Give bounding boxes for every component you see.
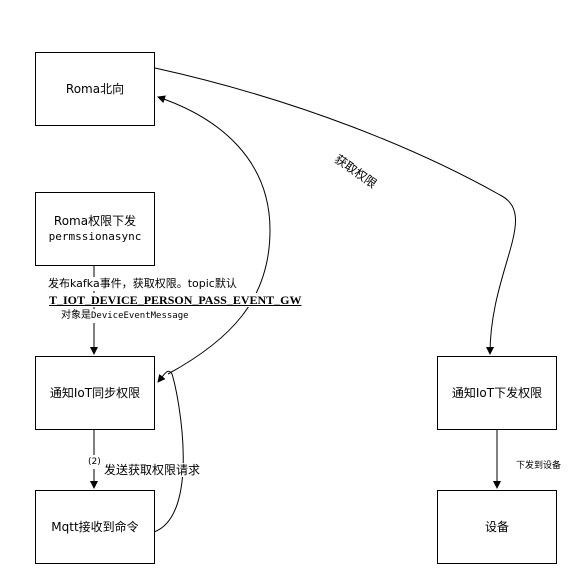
label-kafka-line1: 发布kafka事件，获取权限。topic默认 (48, 277, 237, 291)
node-mqtt-receive: Mqtt接收到命令 (35, 490, 155, 564)
edge-sync-to-roma-north (157, 95, 271, 375)
label-step-number: (2) (88, 455, 101, 469)
node-mqtt-receive-label: Mqtt接收到命令 (51, 520, 139, 534)
label-kafka-object: 对象是DeviceEventMessage (61, 309, 189, 323)
node-roma-permission-line1: Roma权限下发 (53, 214, 137, 228)
edge-roma-north-to-issue (154, 67, 516, 355)
node-notify-sync: 通知IoT同步权限 (35, 356, 155, 430)
node-roma-permission: Roma权限下发 permssionasync (35, 192, 155, 266)
node-device-label: 设备 (484, 520, 509, 534)
label-send-request: 发送获取权限请求 (104, 463, 201, 477)
node-roma-north-label: Roma北向 (65, 82, 125, 96)
node-notify-issue: 通知IoT下发权限 (437, 356, 557, 430)
label-issue-to-device: 下发到设备 (516, 461, 562, 471)
node-notify-sync-label: 通知IoT同步权限 (49, 386, 141, 400)
node-notify-issue-label: 通知IoT下发权限 (451, 386, 543, 400)
node-device: 设备 (437, 490, 557, 564)
label-kafka-topic: T_IOT_DEVICE_PERSON_PASS_EVENT_GW (49, 293, 302, 307)
node-roma-north: Roma北向 (35, 52, 155, 126)
edge-mqtt-to-sync (153, 370, 184, 533)
node-roma-permission-line2: permssionasync (48, 230, 142, 243)
